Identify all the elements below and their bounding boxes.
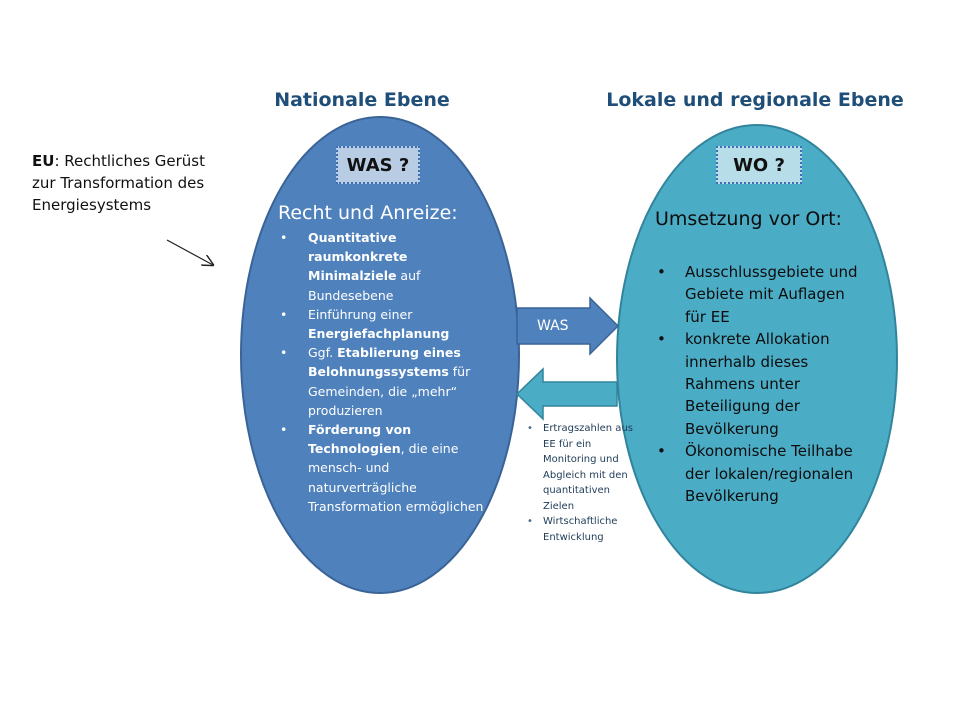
measure-text: für Gemeinden, die „mehr“ produzieren xyxy=(308,364,471,418)
measure-text: Einführung einer xyxy=(308,306,413,322)
tag-wo: WO ? xyxy=(716,146,802,184)
arrow-was-right xyxy=(516,296,620,356)
heading-local-regional-level: Lokale und regionale Ebene xyxy=(606,89,904,111)
local-measure-item: konkrete Allokation innerhalb dieses Rah… xyxy=(655,328,870,440)
arrow-feedback-left xyxy=(515,367,618,421)
eu-note: EU: Rechtliches Gerüst zur Transformatio… xyxy=(32,150,232,216)
arrow-was-label: WAS xyxy=(537,318,569,334)
local-measures-list: Ausschlussgebiete und Gebiete mit Auflag… xyxy=(655,261,870,507)
feedback-item: Ertragszahlen aus EE für ein Monitoring … xyxy=(525,421,640,514)
feedback-item: Wirtschaftliche Entwicklung xyxy=(525,514,640,545)
local-measure-item: Ausschlussgebiete und Gebiete mit Auflag… xyxy=(655,261,870,328)
measure-text-bold: Quantitative raumkonkrete Minimalziele xyxy=(308,230,408,284)
eu-pointer-arrow xyxy=(166,239,213,265)
heading-national-level: Nationale Ebene xyxy=(274,89,450,111)
tag-was: WAS ? xyxy=(336,146,420,184)
local-ellipse-title: Umsetzung vor Ort: xyxy=(655,208,842,230)
measure-text: auf Bundesebene xyxy=(308,268,421,303)
measure-text-bold: Energiefachplanung xyxy=(308,326,450,342)
eu-note-text: : Rechtliches Gerüst zur Transformation … xyxy=(32,152,205,214)
national-measures-list: Quantitative raumkonkrete Minimalziele a… xyxy=(278,228,498,516)
eu-note-label: EU xyxy=(32,152,55,170)
measure-text-bold: Etablierung eines Belohnungssystems xyxy=(308,345,461,380)
measure-text-bold: Förderung von Technologien xyxy=(308,422,412,457)
feedback-list: Ertragszahlen aus EE für ein Monitoring … xyxy=(525,421,640,545)
national-measure-item: Einführung einer Energiefachplanung xyxy=(278,305,498,343)
national-measure-item: Quantitative raumkonkrete Minimalziele a… xyxy=(278,228,498,305)
measure-text: Ggf. xyxy=(308,345,338,361)
measure-text: , die eine mensch- und naturverträgliche… xyxy=(308,441,484,514)
national-measure-item: Förderung von Technologien, die eine men… xyxy=(278,420,498,516)
local-measure-item: Ökonomische Teilhabe der lokalen/regiona… xyxy=(655,440,870,507)
national-measure-item: Ggf. Etablierung eines Belohnungssystems… xyxy=(278,343,498,420)
national-ellipse-title: Recht und Anreize: xyxy=(278,202,458,224)
